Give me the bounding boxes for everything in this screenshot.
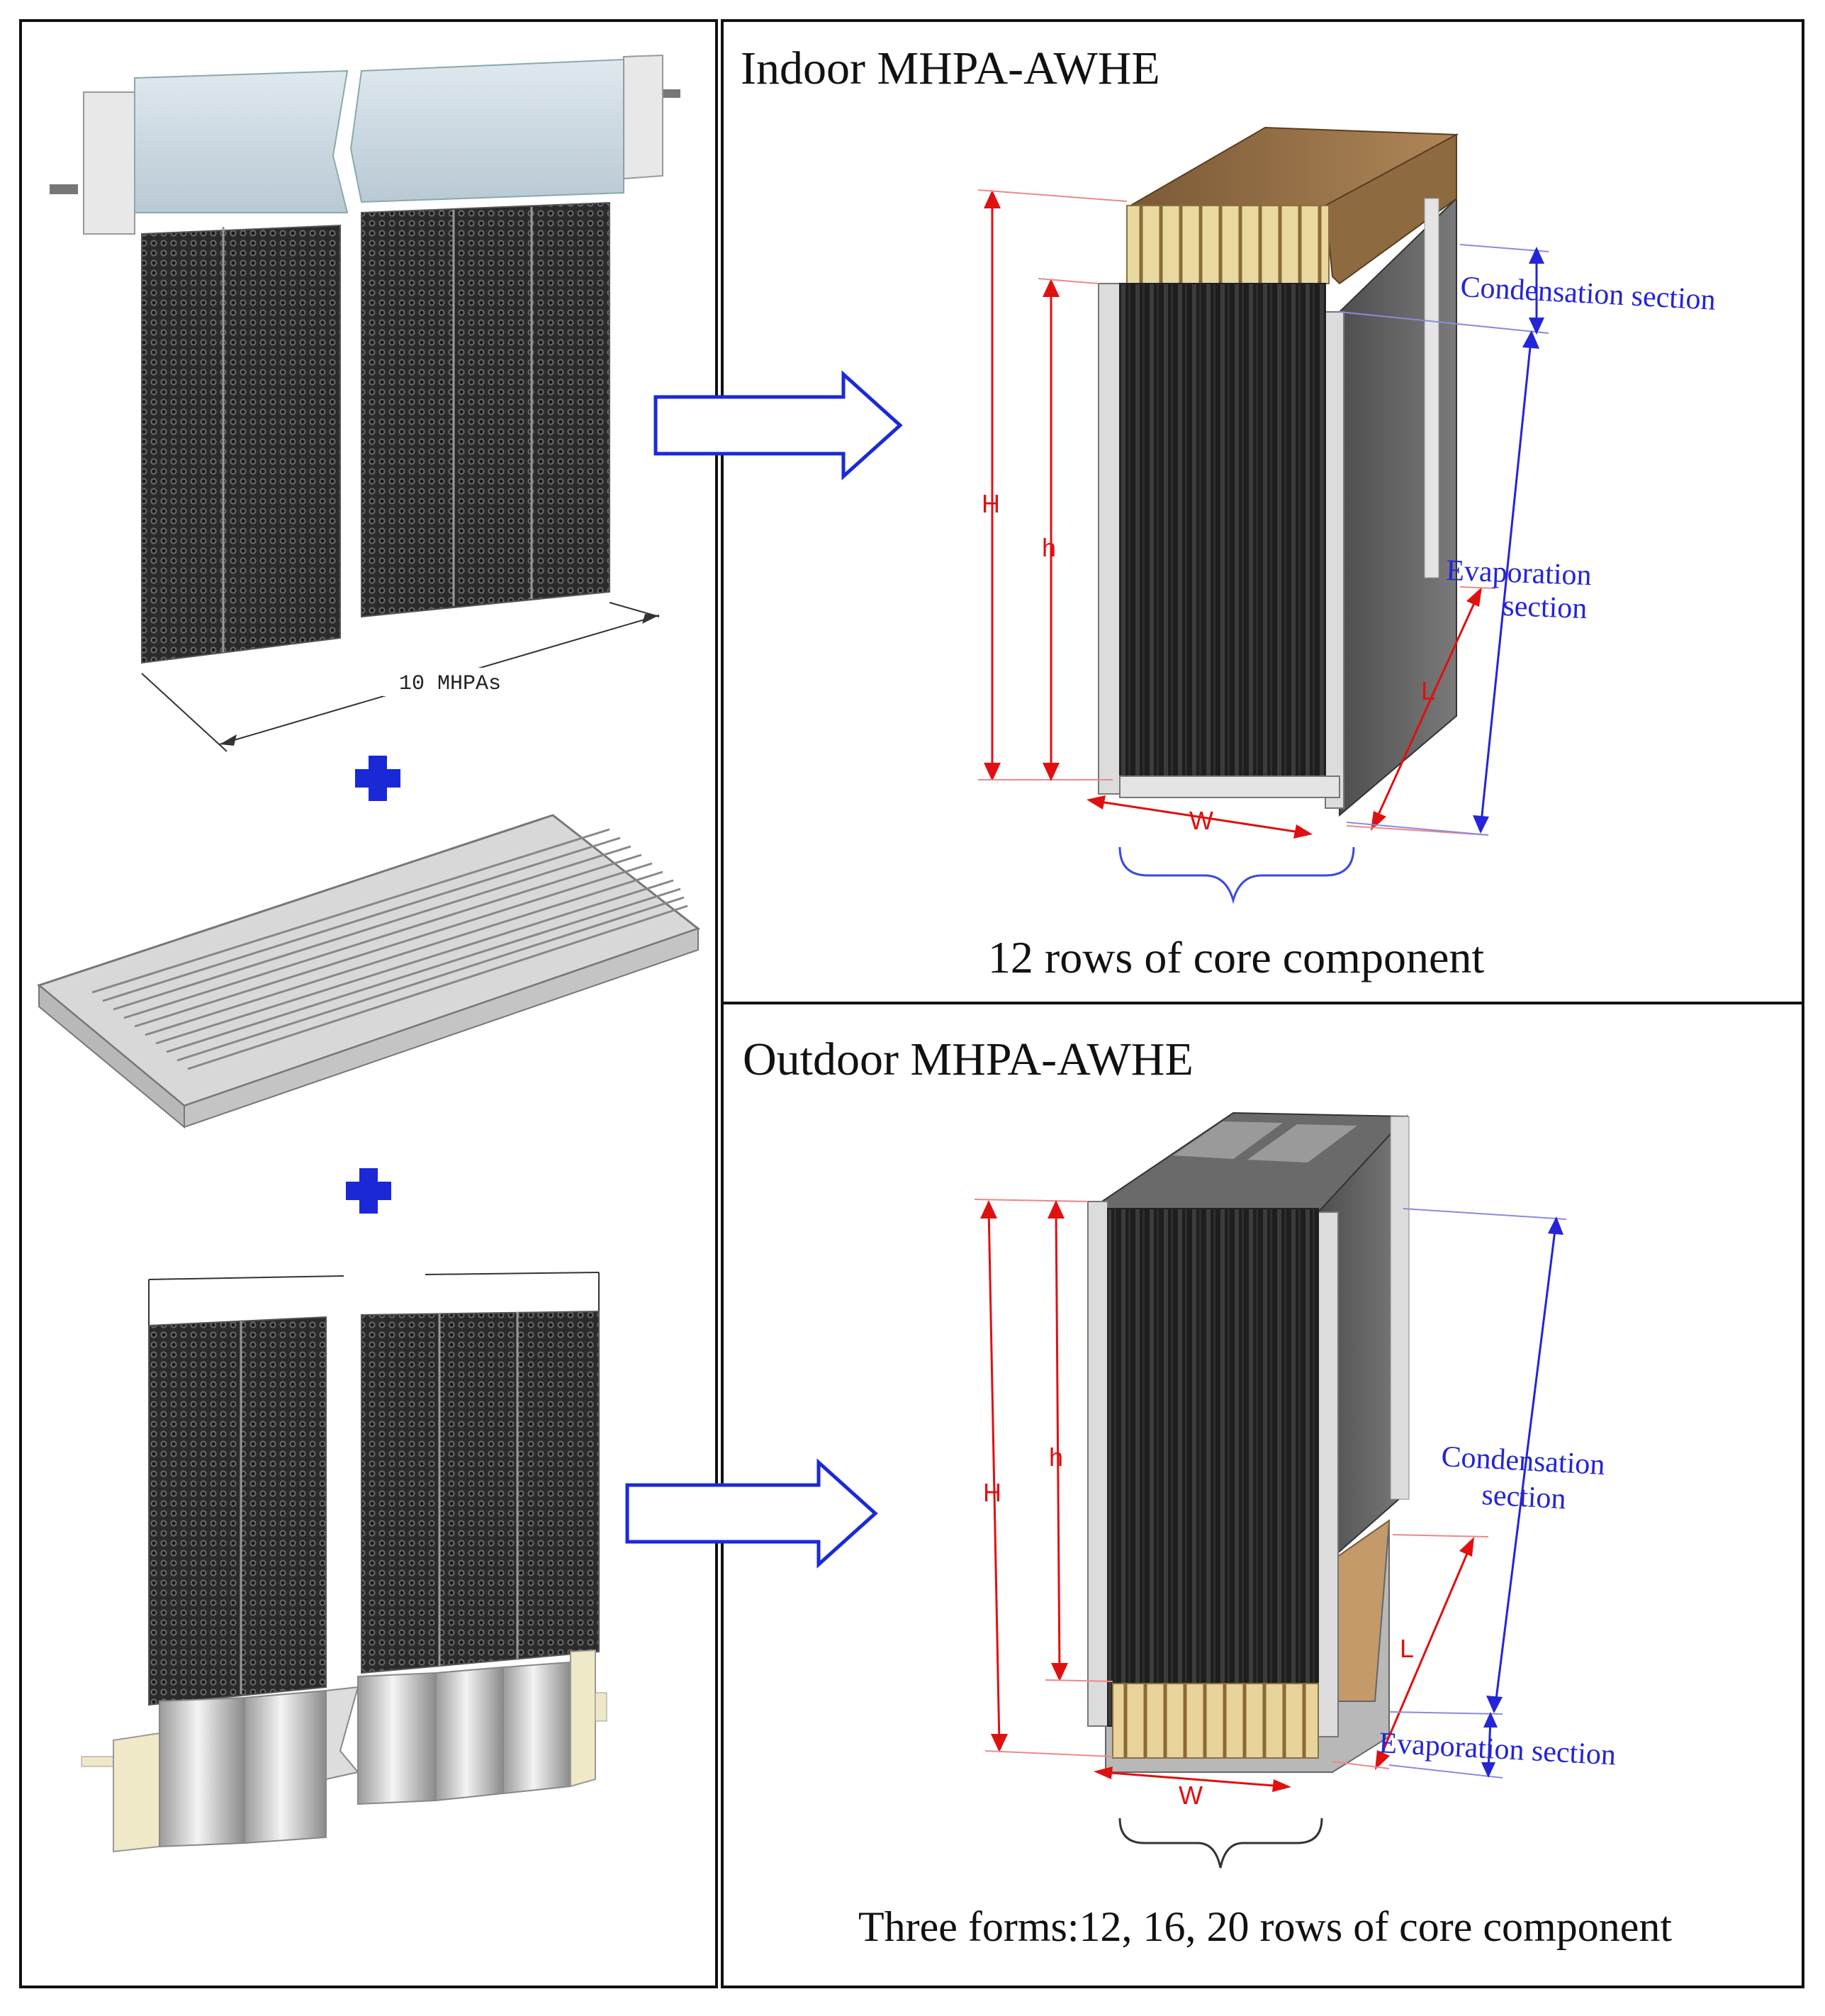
outdoor-evaporation-label: Evaporation section: [1378, 1727, 1617, 1771]
left-panel-frame: [19, 19, 718, 1988]
header-glass-left: [134, 69, 349, 213]
indoor-condensation-label: Condensation section: [1459, 271, 1716, 317]
outdoor-dimension-L: L: [1332, 1534, 1489, 1770]
assembly-arrow-indoor: [653, 370, 903, 481]
indoor-label-H: H: [982, 489, 1000, 518]
indoor-label-L: L: [1421, 676, 1435, 705]
indoor-evaporation-label-2: section: [1503, 590, 1588, 625]
outdoor-brace: [1118, 1818, 1323, 1869]
outdoor-title: Outdoor MHPA-AWHE: [743, 1034, 1194, 1085]
mhpa-array-right: [361, 201, 610, 618]
outdoor-label-H: H: [983, 1478, 1001, 1507]
mhpa-array-left: [148, 1316, 327, 1706]
header-endcap-right: [570, 1649, 596, 1788]
indoor-dimension-H: H: [977, 189, 1128, 781]
frame-left: [1087, 1201, 1108, 1727]
indoor-dimension-W: W: [1086, 795, 1313, 839]
outdoor-dimension-H: H: [974, 1199, 1113, 1757]
assembly-arrow-outdoor: [625, 1458, 878, 1569]
frame-right: [1318, 1211, 1339, 1737]
frame-left: [1098, 283, 1121, 795]
outdoor-condensation-label-1: Condensation: [1440, 1440, 1605, 1482]
condensation-fin-array: [1107, 1208, 1319, 1727]
indoor-title: Indoor MHPA-AWHE: [741, 43, 1160, 94]
indoor-caption: 12 rows of core component: [988, 932, 1484, 982]
evaporation-fin-array: [1119, 283, 1326, 780]
header-glass-right: [349, 58, 624, 203]
outdoor-label-L: L: [1400, 1634, 1414, 1663]
header-endcap-left: [83, 91, 135, 235]
partition-plate: [36, 814, 701, 1129]
outdoor-label-W: W: [1179, 1781, 1203, 1810]
indoor-label-h: h: [1042, 533, 1056, 562]
indoor-label-W: W: [1189, 806, 1213, 835]
plus-icon: [355, 756, 400, 801]
outdoor-condensation-label-2: section: [1481, 1479, 1566, 1516]
frame-back: [1390, 1116, 1410, 1500]
mhpa-module-bottom: [81, 1272, 607, 1853]
frame-back: [1424, 198, 1439, 578]
outdoor-dimension-sections: [1388, 1208, 1567, 1779]
indoor-dimension-L: L: [1346, 586, 1496, 836]
indoor-exchanger: [1098, 126, 1459, 817]
outdoor-dimension-W: W: [1094, 1766, 1291, 1810]
mhpa-array-right: [361, 1310, 600, 1674]
indoor-dimension-sections: [1339, 244, 1549, 836]
indoor-dimension-h: h: [1038, 278, 1099, 781]
outdoor-exchanger: [1087, 1111, 1410, 1773]
mhpa-array-left: [141, 224, 341, 664]
header-pipe-right: [595, 1692, 607, 1722]
header-pipe-left: [50, 184, 78, 194]
mhpa-count-label: 10 MHPAs: [399, 672, 501, 696]
indoor-evaporation-label-1: Evaporation: [1446, 554, 1593, 592]
indoor-brace: [1118, 846, 1355, 905]
outdoor-caption: Three forms:12, 16, 20 rows of core comp…: [858, 1903, 1672, 1950]
frame-bottom: [1119, 775, 1340, 798]
header-endcap-left: [113, 1732, 160, 1853]
header-endcap-right: [623, 54, 663, 180]
mhpa-module-top: 10 MHPAs: [50, 54, 680, 752]
outdoor-dimension-h: h: [1045, 1200, 1113, 1682]
header-pipe-right: [659, 89, 680, 98]
plus-icon: [346, 1168, 391, 1214]
frame-right: [1325, 311, 1344, 809]
outdoor-label-h: h: [1049, 1443, 1063, 1472]
